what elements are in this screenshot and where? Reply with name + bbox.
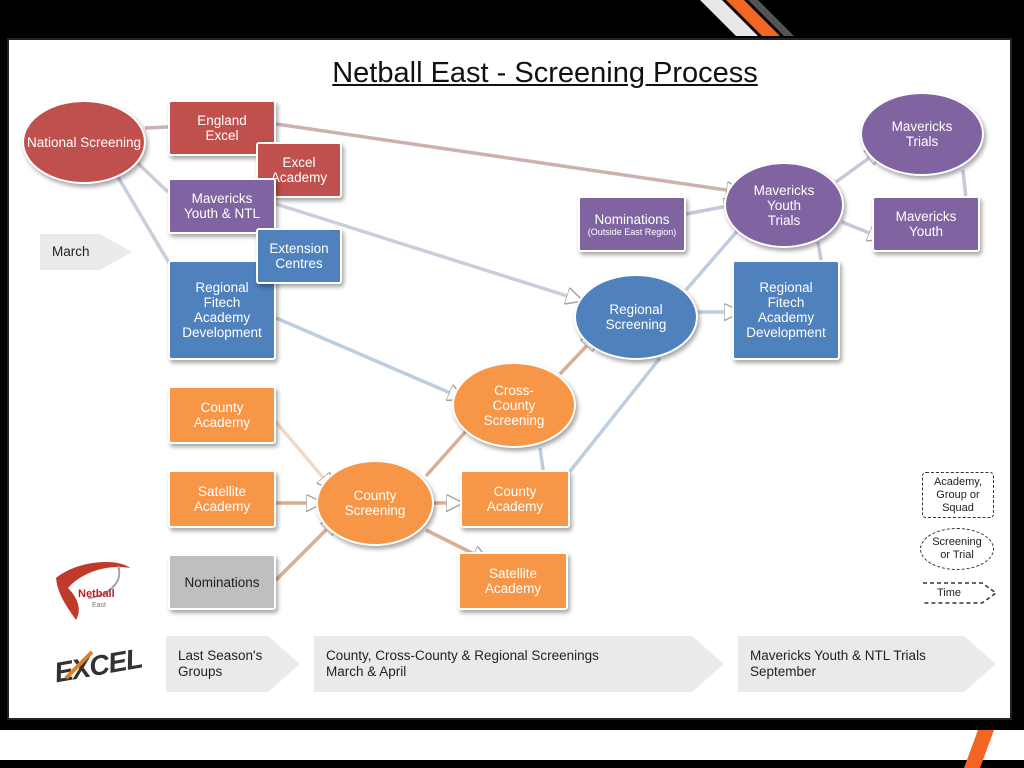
node-satellite-academy-right: Satellite Academy <box>458 552 568 610</box>
node-mavericks-youth: Mavericks Youth <box>872 196 980 252</box>
legend-academy-group: Academy, Group or Squad <box>922 472 994 518</box>
arrow-countyacad-to-county <box>274 420 332 488</box>
timeline-march-label: March <box>52 244 90 259</box>
node-regional-fitech-academy-left: Regional Fitech Academy Development <box>168 260 276 360</box>
timeline-last-season: Last Season's Groups <box>166 636 300 692</box>
arrow-regional-to-countyacad <box>552 356 662 494</box>
node-regional-screening: Regional Screening <box>574 274 698 360</box>
timeline-trials-line1: Mavericks Youth & NTL Trials <box>750 648 926 663</box>
netball-logo-sub: East <box>92 602 107 609</box>
bottom-decoration <box>964 730 994 768</box>
node-extension-centres: Extension Centres <box>256 228 342 284</box>
node-county-academy-left: County Academy <box>168 386 276 444</box>
node-satellite-academy-left: Satellite Academy <box>168 470 276 528</box>
nominations-outside-sub: (Outside East Region) <box>587 226 677 237</box>
arrow-mavericksntl-to-regional <box>275 202 580 300</box>
legend-time-shape <box>923 582 998 604</box>
node-county-screening: County Screening <box>316 460 434 546</box>
node-national-screening: National Screening <box>22 100 146 184</box>
node-cross-county-screening: Cross-County Screening <box>452 362 576 448</box>
node-regional-fitech-academy-right: Regional Fitech Academy Development <box>732 260 840 360</box>
node-england-excel: England Excel <box>168 100 276 156</box>
node-nominations-outside: Nominations (Outside East Region) <box>578 196 686 252</box>
arrow-fitech-to-cross <box>275 316 462 398</box>
nominations-outside-label: Nominations <box>594 211 670 227</box>
excel-logo: EXCEL <box>52 642 144 690</box>
timeline-screenings-line1: County, Cross-County & Regional Screenin… <box>326 648 599 663</box>
timeline-last-season-line1: Last Season's <box>178 648 263 663</box>
node-mavericks-trials: Mavericks Trials <box>860 92 984 176</box>
arrow-nominations-to-county <box>274 520 336 582</box>
arrow-england-to-trials <box>275 122 740 192</box>
timeline-trials: Mavericks Youth & NTL Trials September <box>738 636 996 692</box>
node-county-academy-right: County Academy <box>460 470 570 528</box>
node-nominations-left: Nominations <box>168 554 276 610</box>
timeline-trials-line2: September <box>750 664 817 679</box>
timeline-last-season-line2: Groups <box>178 664 223 679</box>
legend-time: Time <box>936 586 962 599</box>
netball-logo-text: Netball <box>78 588 115 600</box>
node-mavericks-youth-trials: Mavericks Youth Trials <box>724 162 844 248</box>
node-mavericks-youth-ntl: Mavericks Youth & NTL <box>168 178 276 234</box>
legend-screening-trial: Screening or Trial <box>920 528 994 570</box>
arrow-regional-to-national <box>108 160 174 269</box>
bottom-strip <box>0 730 1024 760</box>
netball-east-logo: Netball East <box>48 558 136 626</box>
timeline-screenings-line2: March & April <box>326 664 407 679</box>
timeline-screenings: County, Cross-County & Regional Screenin… <box>314 636 724 692</box>
diagram-title: Netball East - Screening Process <box>332 57 758 89</box>
top-decoration <box>700 0 794 36</box>
